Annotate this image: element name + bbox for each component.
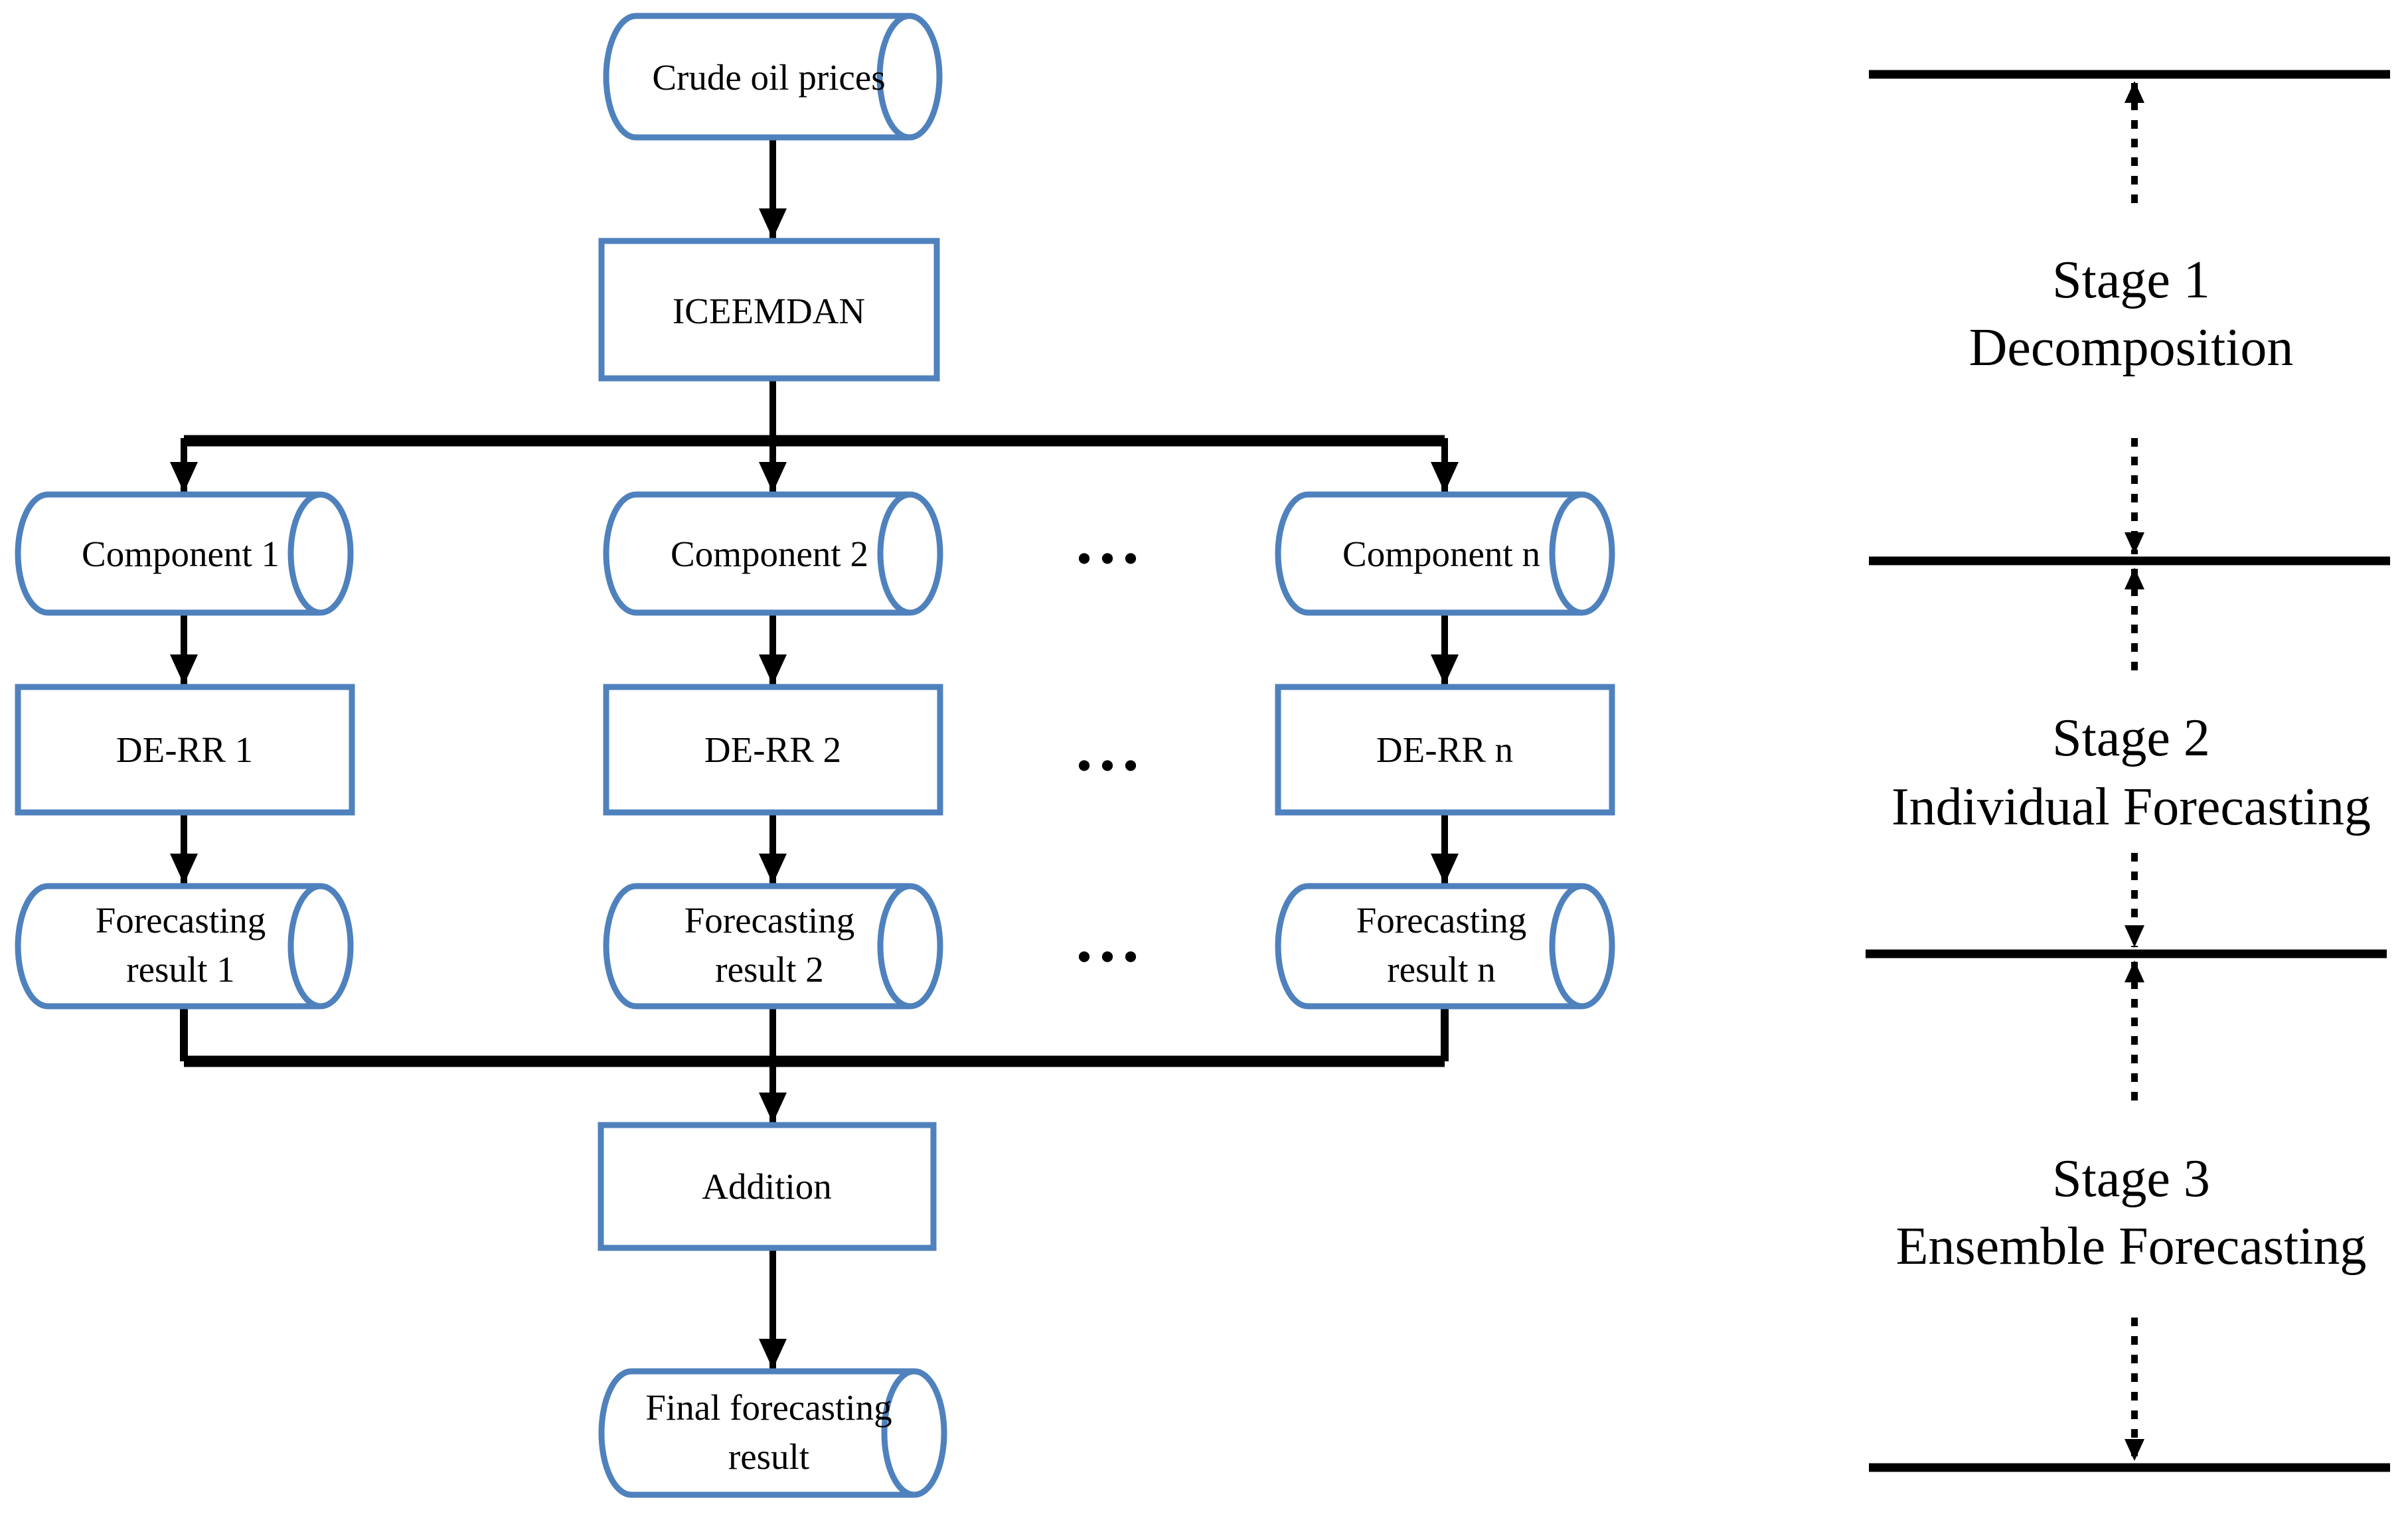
label-addition: Addition — [702, 1166, 832, 1207]
cylinder-cap — [876, 13, 943, 141]
stage-1-label: Stage 1 Decomposition — [1969, 251, 2294, 377]
label-component-n: Component n — [1342, 534, 1540, 574]
node-iceemdan — [598, 238, 940, 382]
label-final-forecasting-result-line-2: result — [728, 1436, 809, 1477]
cylinder-cap — [1549, 883, 1615, 1010]
cylinder-cap — [287, 883, 354, 1010]
label-derr-1: DE-RR 1 — [116, 729, 253, 770]
node-derr-1 — [15, 684, 355, 816]
cylinder-cap — [877, 883, 943, 1010]
cylinder-cap — [1549, 491, 1615, 616]
ellipsis-models: ... — [1076, 711, 1146, 785]
flow-nodes — [15, 13, 1615, 1498]
cylinder-body — [603, 13, 910, 141]
cylinder-body — [598, 1368, 914, 1498]
label-derr-2: DE-RR 2 — [704, 729, 841, 770]
node-derr-2 — [603, 684, 943, 816]
stage-2-subtitle: Individual Forecasting — [1891, 778, 2371, 836]
label-forecasting-result-2: Forecasting result 2 — [684, 900, 855, 990]
label-component-1: Component 1 — [82, 534, 280, 574]
cylinder-cap — [877, 491, 943, 616]
label-final-forecasting-result: Final forecasting result — [645, 1387, 892, 1477]
cylinder-cap — [881, 1368, 947, 1498]
stage-1-subtitle: Decomposition — [1969, 319, 2294, 377]
label-forecasting-result-n-line-1: Forecasting — [1356, 900, 1527, 941]
stage-3-title: Stage 3 — [2052, 1150, 2210, 1208]
label-derr-n: DE-RR n — [1376, 729, 1513, 770]
stage-divider-lines — [1866, 70, 2390, 1472]
node-forecasting-result-n — [1275, 883, 1615, 1010]
node-derr-n — [1275, 684, 1615, 816]
stage-2-label: Stage 2 Individual Forecasting — [1891, 709, 2371, 836]
label-crude-oil-prices: Crude oil prices — [652, 57, 885, 98]
label-forecasting-result-n: Forecasting result n — [1356, 900, 1527, 990]
node-forecasting-result-1 — [15, 883, 354, 1010]
node-addition — [598, 1122, 937, 1251]
node-component-2 — [603, 491, 943, 616]
stage-2-title: Stage 2 — [2052, 709, 2210, 767]
ellipsis-components: ... — [1076, 504, 1146, 577]
label-forecasting-result-n-line-2: result n — [1387, 949, 1495, 990]
label-component-2: Component 2 — [671, 534, 868, 574]
cylinder-body — [1275, 883, 1582, 1010]
stage-panel: Stage 1 Decomposition Stage 2 Individual… — [1866, 70, 2390, 1472]
ellipsis-results: ... — [1076, 902, 1146, 976]
stage-labels: Stage 1 Decomposition Stage 2 Individual… — [1891, 251, 2371, 1276]
cylinder-body — [603, 883, 910, 1010]
stage-3-subtitle: Ensemble Forecasting — [1896, 1217, 2367, 1276]
node-component-n — [1275, 491, 1615, 616]
node-component-1 — [15, 491, 354, 616]
cylinder-body — [1275, 491, 1582, 616]
flow-node-labels: Crude oil prices ICEEMDAN Component 1 Co… — [82, 57, 1540, 1477]
label-forecasting-result-1: Forecasting result 1 — [96, 900, 266, 990]
label-final-forecasting-result-line-1: Final forecasting — [645, 1387, 892, 1428]
stage-1-title: Stage 1 — [2052, 251, 2210, 309]
node-forecasting-result-2 — [603, 883, 943, 1010]
cylinder-body — [15, 491, 321, 616]
cylinder-body — [15, 883, 321, 1010]
flow-connectors — [170, 137, 1459, 1369]
node-crude-oil-prices — [603, 13, 943, 141]
label-iceemdan: ICEEMDAN — [673, 291, 865, 331]
cylinder-body — [603, 491, 910, 616]
label-forecasting-result-2-line-1: Forecasting — [684, 900, 855, 941]
label-forecasting-result-1-line-2: result 1 — [126, 949, 234, 990]
cylinder-cap — [287, 491, 354, 616]
node-final-forecasting-result — [598, 1368, 947, 1498]
label-forecasting-result-1-line-1: Forecasting — [96, 900, 266, 941]
label-forecasting-result-2-line-2: result 2 — [715, 949, 823, 990]
stage-3-label: Stage 3 Ensemble Forecasting — [1896, 1150, 2367, 1276]
